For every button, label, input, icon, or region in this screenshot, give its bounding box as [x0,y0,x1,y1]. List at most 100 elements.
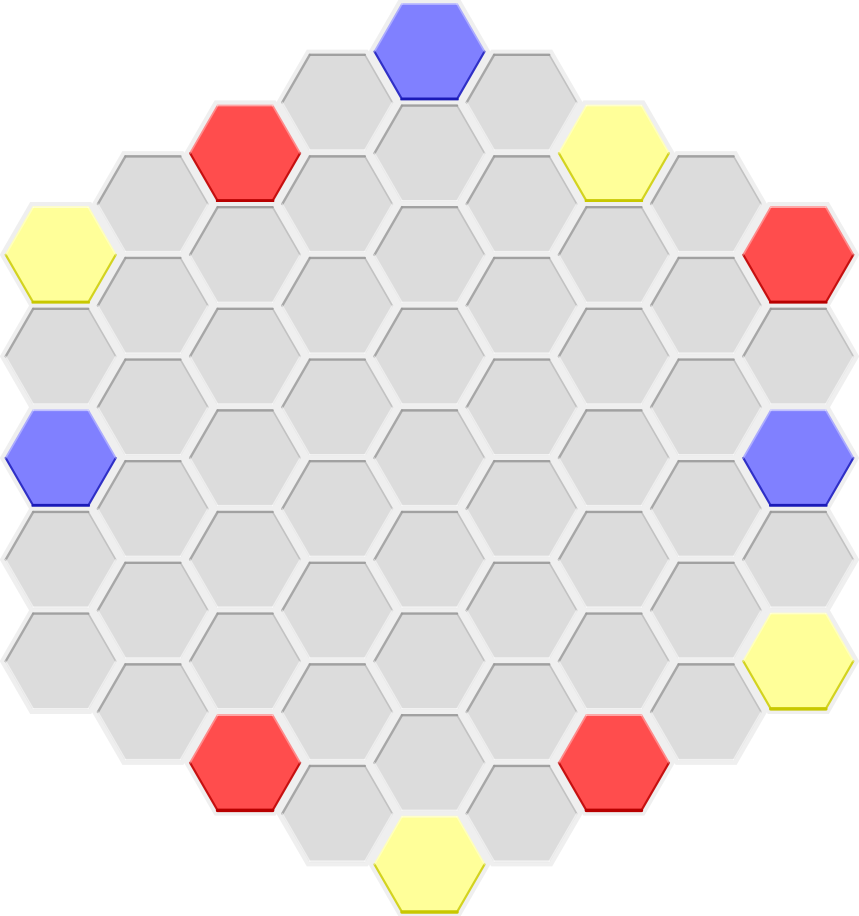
hex-cell-empty[interactable] [552,608,675,715]
hex-cell-bevel [825,558,854,608]
hex-cell-empty[interactable] [276,659,399,765]
hex-cell-empty[interactable] [91,151,214,257]
hex-cell-empty[interactable] [368,709,491,816]
hex-cell-bevel [271,558,301,608]
hex-cell-empty[interactable] [368,201,491,308]
hex-cell-bevel [364,101,393,151]
hex-cell-empty[interactable] [91,455,214,562]
hex-cell-empty[interactable] [552,303,675,410]
hex-cell-bevel [732,358,762,409]
hex-cell-empty[interactable] [460,252,583,359]
hex-cell-bevel [281,304,311,354]
hex-cell-empty[interactable] [645,151,768,257]
hex-cell-bevel [548,561,578,612]
hex-cell-blue[interactable] [368,0,491,105]
hex-cell-empty[interactable] [552,506,675,613]
hex-cell-yellow[interactable] [368,811,491,916]
hex-cell-empty[interactable] [0,303,122,410]
hex-cell-empty[interactable] [276,151,399,257]
hex-cell-empty[interactable] [184,201,307,308]
hex-cell-bevel [557,205,588,257]
hex-cell-bevel [364,508,393,558]
hex-cell-bevel [465,764,496,815]
hex-cell-empty[interactable] [276,760,399,867]
hex-cell-empty[interactable] [368,608,491,715]
hex-cell-empty[interactable] [184,405,307,511]
hex-cell-bevel [650,609,680,659]
hex-cell-empty[interactable] [645,455,768,562]
hex-cell-red[interactable] [737,201,859,308]
hex-cell-empty[interactable] [460,49,583,156]
hex-cell-yellow[interactable] [737,608,859,715]
hex-cell-bevel [558,254,588,304]
hex-cell-bevel [189,457,219,507]
hex-cell-yellow[interactable] [552,100,675,207]
hex-cell-empty[interactable] [0,506,122,613]
hex-cell-face [4,511,117,609]
hex-cell-empty[interactable] [460,659,583,765]
hex-cell-empty[interactable] [368,303,491,410]
hex-cell-bevel [4,355,34,405]
hex-cell-face [281,358,394,456]
hex-cell-empty[interactable] [276,49,399,156]
hex-cell-empty[interactable] [276,455,399,562]
hex-cell-bevel [824,307,855,358]
hex-cell-empty[interactable] [645,659,768,765]
hex-cell-empty[interactable] [368,506,491,613]
hex-cell-bevel [456,206,486,256]
hex-cell-empty[interactable] [276,354,399,461]
hex-cell-bevel [465,459,496,510]
hex-cell-empty[interactable] [91,659,214,765]
hex-cell-bevel [649,155,680,206]
hex-cell-empty[interactable] [552,201,675,308]
hex-cell-blue[interactable] [737,405,859,511]
hex-cell-empty[interactable] [645,557,768,664]
hex-cell-bevel [281,812,311,862]
hex-cell-bevel [742,355,772,405]
hex-cell-empty[interactable] [184,608,307,715]
hex-cell-yellow[interactable] [0,201,122,308]
hex-cell-empty[interactable] [460,151,583,257]
hex-cell-bevel [281,155,311,206]
hex-cell-empty[interactable] [552,405,675,511]
hex-cell-bevel [189,761,219,812]
hex-cell-face [742,612,855,710]
hex-cell-bevel [455,863,486,914]
hex-cell-empty[interactable] [460,557,583,664]
hex-cell-empty[interactable] [276,252,399,359]
hex-cell-face [281,257,394,355]
hex-cell-bevel [87,206,117,256]
hex-cell-bevel [742,307,772,358]
hex-cell-empty[interactable] [645,354,768,461]
hex-cell-bevel [548,711,578,761]
hex-cell-red[interactable] [552,709,675,816]
hex-cell-empty[interactable] [737,506,859,613]
hex-cell-empty[interactable] [645,252,768,359]
hex-cell-red[interactable] [184,709,307,816]
hex-cell-bevel [281,101,311,151]
hex-cell-blue[interactable] [0,405,122,511]
hex-cell-empty[interactable] [276,557,399,664]
hex-cell-empty[interactable] [368,405,491,511]
hex-cell-empty[interactable] [737,303,859,410]
hex-cell-empty[interactable] [368,100,491,207]
hex-cell-bevel [271,612,301,663]
hex-cell-bevel [4,510,35,561]
hex-cell-empty[interactable] [91,557,214,664]
hex-cell-bevel [557,307,588,358]
hex-cell-empty[interactable] [184,506,307,613]
hex-cell-red[interactable] [184,100,307,207]
hex-cell-bevel [188,205,219,257]
hex-cell-bevel [732,609,762,659]
hex-cell-empty[interactable] [460,354,583,461]
hex-cell-empty[interactable] [460,760,583,867]
hex-cell-empty[interactable] [91,354,214,461]
hex-cell-bevel [97,508,127,558]
hex-cell-bevel [179,460,209,510]
hex-cell-empty[interactable] [91,252,214,359]
hex-cell-bevel [456,714,486,764]
hex-cell-empty[interactable] [184,303,307,410]
hex-cell-empty[interactable] [0,608,122,715]
hex-cell-empty[interactable] [460,455,583,562]
